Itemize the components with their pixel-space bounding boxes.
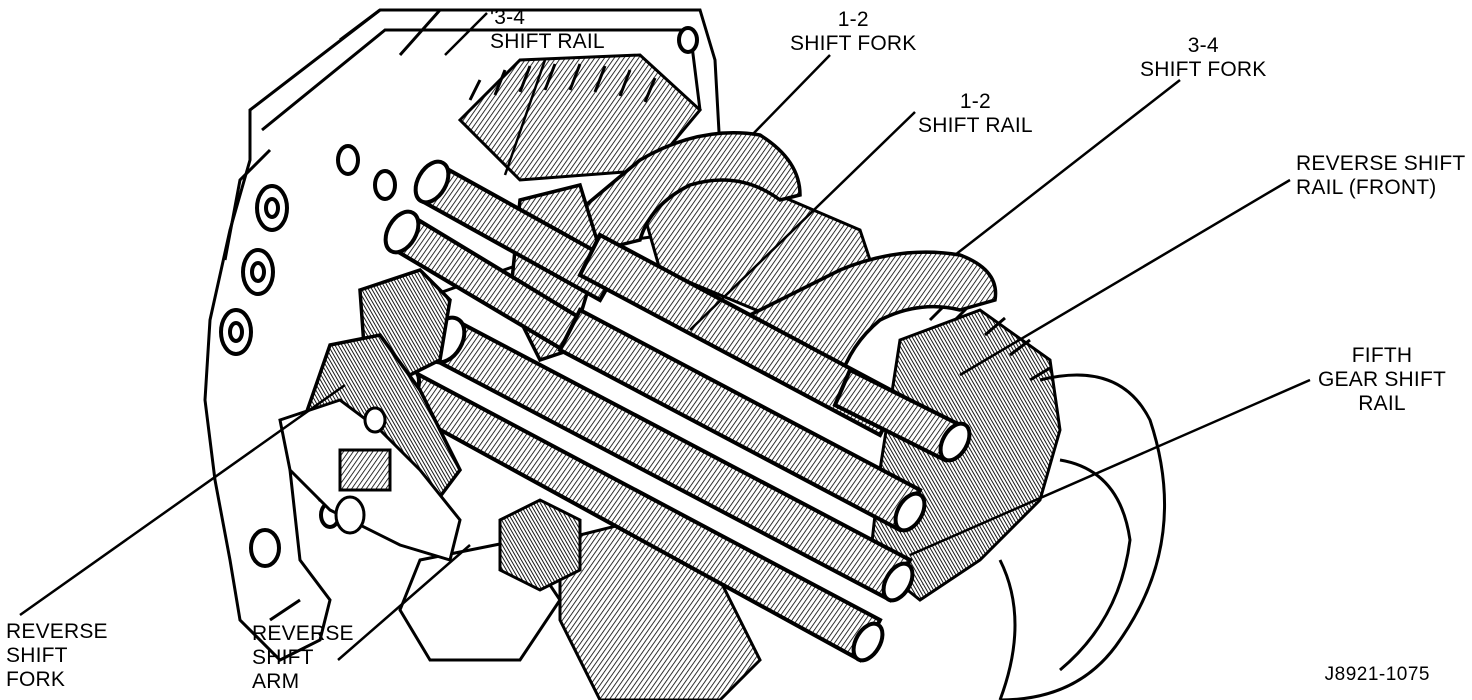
reverse-shift-arm xyxy=(278,398,462,562)
label-line: SHIFT RAIL xyxy=(918,114,1033,137)
label-3-4-shift-rail: '3-4 SHIFT RAIL xyxy=(490,6,605,54)
label-reverse-shift-fork: REVERSE SHIFT FORK xyxy=(6,620,108,692)
case-bolt-holes xyxy=(219,26,699,568)
label-line: SHIFT xyxy=(252,646,314,669)
label-line: SHIFT RAIL xyxy=(490,30,605,53)
rail-1-2 xyxy=(577,232,903,438)
figure-reference-code: J8921-1075 xyxy=(1324,664,1430,685)
label-line: ARM xyxy=(252,670,300,693)
label-line: 1-2 xyxy=(959,90,991,113)
transmission-case xyxy=(203,8,722,662)
label-line: REVERSE xyxy=(6,620,108,643)
label-line: FIFTH xyxy=(1351,344,1413,367)
label-line: RAIL (FRONT) xyxy=(1296,176,1437,199)
upper-gear xyxy=(457,53,703,182)
output-housing xyxy=(998,373,1167,700)
label-line: GEAR SHIFT xyxy=(1318,368,1447,391)
label-reverse-shift-arm: REVERSE SHIFT ARM xyxy=(252,622,354,694)
label-line: '3-4 xyxy=(490,6,526,29)
label-fifth-gear-shift-rail: FIFTH GEAR SHIFT RAIL xyxy=(1318,344,1446,416)
label-1-2-shift-rail: 1-2 SHIFT RAIL xyxy=(918,90,1033,138)
label-line: REVERSE SHIFT xyxy=(1296,152,1466,175)
label-1-2-shift-fork: 1-2 SHIFT FORK xyxy=(790,8,916,56)
label-line: SHIFT FORK xyxy=(1140,58,1267,81)
label-line: 3-4 xyxy=(1187,34,1219,57)
label-line: RAIL xyxy=(1358,392,1406,415)
leader-lines xyxy=(19,12,1311,661)
label-line: REVERSE xyxy=(252,622,354,645)
label-3-4-shift-fork: 3-4 SHIFT FORK xyxy=(1140,34,1266,82)
label-line: 1-2 xyxy=(837,8,869,31)
label-line: SHIFT xyxy=(6,644,68,667)
label-line: FORK xyxy=(6,668,66,691)
label-reverse-shift-rail-front: REVERSE SHIFT RAIL (FRONT) xyxy=(1296,152,1465,200)
label-line: SHIFT FORK xyxy=(790,32,917,55)
